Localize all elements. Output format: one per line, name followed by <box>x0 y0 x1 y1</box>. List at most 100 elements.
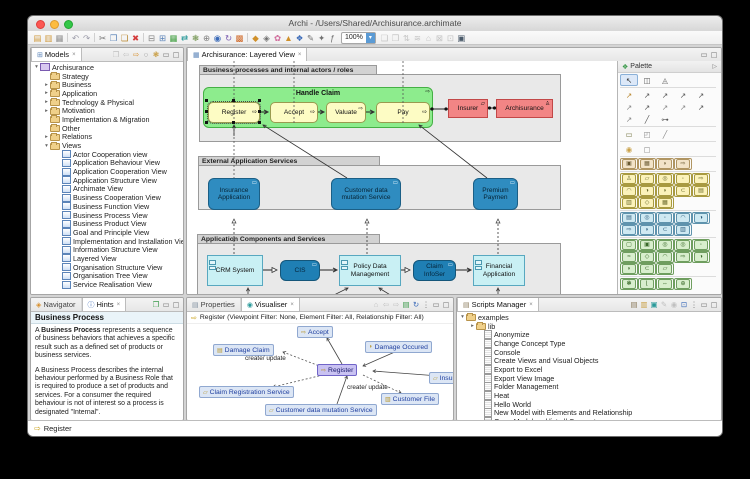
expand-arrow-icon[interactable]: ▸ <box>45 90 48 97</box>
outline[interactable]: ⊟ <box>147 32 156 43</box>
triggering-relation[interactable]: ↗ <box>697 102 705 112</box>
application-event[interactable]: ◗ <box>638 224 656 236</box>
business-actor[interactable]: ♙ <box>620 173 638 185</box>
toolbar-icon[interactable] <box>94 33 95 42</box>
flow-relation[interactable]: ↗ <box>625 114 633 124</box>
business-interaction[interactable]: ◑ <box>638 185 656 197</box>
element-customer-data-mutation-service[interactable]: Customer data mutation Service ▭ <box>331 178 401 210</box>
open-external-icon[interactable]: ❐ <box>152 299 160 309</box>
tree-item[interactable]: Business Function View <box>31 202 183 211</box>
collaboration[interactable]: ❖ <box>295 32 304 43</box>
element-insurance-application[interactable]: Insurance Application ▭ <box>208 178 260 210</box>
tree-item[interactable]: Goal and Principle View <box>31 228 183 237</box>
target[interactable]: ⊕ <box>202 32 211 43</box>
connection-line[interactable]: ╱ <box>662 129 668 139</box>
info[interactable]: ◉ <box>213 32 222 43</box>
application-process[interactable]: ⇨ <box>620 224 638 236</box>
group-external-app-services[interactable]: External Application Services <box>198 156 380 166</box>
element-insurer[interactable]: Insurer ▱ <box>448 99 488 118</box>
maximize[interactable]: ▢ <box>442 299 450 309</box>
tree-item[interactable]: Open Model and list all Concepts <box>457 417 721 420</box>
new-model[interactable]: ▤ <box>33 32 42 43</box>
capability[interactable]: ▦ <box>638 158 656 170</box>
technology-node[interactable]: ▢ <box>620 239 638 251</box>
palette-collapse-icon[interactable]: ▷ <box>712 64 717 70</box>
element-cis[interactable]: CIS ▭ <box>280 260 320 281</box>
assignment-relation[interactable]: ↗ <box>697 90 705 100</box>
monitor[interactable]: ⊡ <box>680 299 688 309</box>
tree-item[interactable]: ▸ Motivation <box>31 106 183 115</box>
tab-navigator[interactable]: ◈ Navigator <box>31 298 82 311</box>
element-pay[interactable]: Pay ⇨ <box>376 102 430 123</box>
tree-item[interactable]: ▸ Technology & Physical <box>31 98 183 107</box>
application-component[interactable]: ▤ <box>620 212 638 224</box>
cut[interactable]: ✂ <box>98 32 107 43</box>
paste[interactable]: ❏ <box>120 32 129 43</box>
element-accept[interactable]: Accept ⇨ <box>270 102 318 123</box>
marquee-tool[interactable]: ◫ <box>643 75 651 85</box>
tab-properties[interactable]: ▤ Properties <box>187 298 241 311</box>
tab-scripts-manager[interactable]: ▤ Scripts Manager × <box>457 298 539 311</box>
resource[interactable]: ▣ <box>620 158 638 170</box>
visualiser-graph[interactable]: ⇨ Accept ▤ Damage Claim ◗ Damage Occured… <box>187 322 453 420</box>
align-left[interactable]: ❑ <box>380 32 389 43</box>
forward[interactable]: ⇨ <box>132 49 140 59</box>
tab-hints[interactable]: ⓘ Hints × <box>81 298 127 311</box>
technology-interaction[interactable]: ◑ <box>692 251 710 263</box>
tree-item[interactable]: Implementation and Installation View <box>31 237 183 246</box>
back[interactable]: ⇦ <box>382 299 390 309</box>
distribute[interactable]: ⇅ <box>402 32 410 43</box>
tree-item[interactable]: Business Process View <box>31 211 183 220</box>
properties-view[interactable]: ⊡ <box>446 32 454 43</box>
element-archisurance[interactable]: Archisurance ♙ <box>496 99 553 118</box>
refresh[interactable]: ↻ <box>412 299 420 309</box>
report[interactable]: ✿ <box>273 32 282 43</box>
open-folder[interactable]: ▥ <box>640 299 648 309</box>
tree-item[interactable]: Information Structure View <box>31 245 183 254</box>
association-relation[interactable]: ╱ <box>644 114 650 124</box>
palette-tool[interactable] <box>620 237 716 238</box>
grouping[interactable]: ▢ <box>643 144 651 154</box>
tree-item[interactable]: Implementation & Migration <box>31 115 183 124</box>
palette-tool[interactable] <box>620 171 716 172</box>
filter[interactable]: ❃ <box>152 49 160 59</box>
match-size[interactable]: ≋ <box>413 32 421 43</box>
magic-connector[interactable]: ↗ <box>625 90 633 100</box>
node-damage-occured[interactable]: ◗ Damage Occured <box>365 341 432 353</box>
expand-arrow-icon[interactable]: ▸ <box>45 81 48 88</box>
tree-item[interactable]: Other <box>31 124 183 133</box>
composition-relation[interactable]: ↗ <box>661 90 669 100</box>
maximize-icon[interactable]: ▢ <box>172 299 180 309</box>
node-customer-file[interactable]: ▥ Customer File <box>381 393 439 405</box>
home[interactable]: ⌂ <box>373 299 379 309</box>
tree-item[interactable]: Create Views and Visual Objects <box>457 356 721 366</box>
table-view[interactable]: ⊞ <box>158 32 167 43</box>
view-menu[interactable]: ⋮ <box>690 299 698 309</box>
open-model[interactable]: ▥ <box>44 32 53 43</box>
palette-tool[interactable] <box>620 126 716 127</box>
close-icon[interactable]: × <box>72 51 76 58</box>
copy[interactable]: ❐ <box>109 32 118 43</box>
maximize[interactable]: ▢ <box>172 49 180 59</box>
tree-item[interactable]: Hello World <box>457 399 721 409</box>
element-crm-system[interactable]: CRM System <box>207 255 263 286</box>
business-interface[interactable]: ◦ <box>674 173 692 185</box>
tab-models[interactable]: ⊞ Models × <box>31 48 82 61</box>
tree-item[interactable]: Heat <box>457 391 721 401</box>
expand-arrow-icon[interactable]: ▸ <box>471 323 474 330</box>
zoom-window-button[interactable] <box>64 20 73 29</box>
tree-item[interactable]: ▸ Application <box>31 89 183 98</box>
run-script[interactable]: ▤ <box>630 299 638 309</box>
run[interactable]: ◉ <box>670 299 678 309</box>
tree-item[interactable]: Business Product View <box>31 219 183 228</box>
save-image[interactable]: ▤ <box>402 299 410 309</box>
delete[interactable]: ✖ <box>131 32 140 43</box>
maximize-icon[interactable]: ▢ <box>710 49 718 59</box>
element-claim-infoser[interactable]: Claim InfoSer ▭ <box>413 260 456 281</box>
refresh[interactable]: ↻ <box>224 32 233 43</box>
format-paint[interactable]: ◆ <box>252 32 259 43</box>
tree-item[interactable]: Export to Excel <box>457 364 721 374</box>
tree-item[interactable]: Actor Cooperation view <box>31 150 183 159</box>
element-financial-application[interactable]: Financial Application <box>473 255 525 286</box>
product[interactable]: ▦ <box>656 197 674 209</box>
